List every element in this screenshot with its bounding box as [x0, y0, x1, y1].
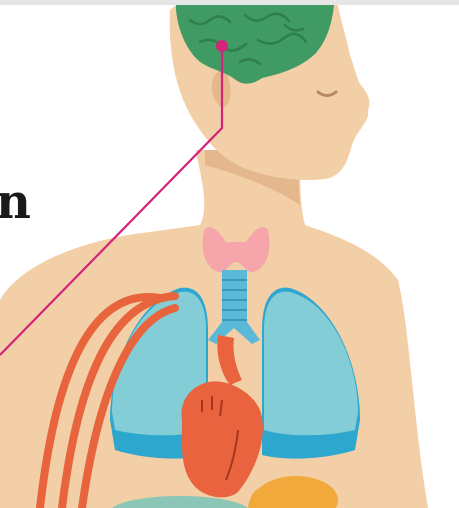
- trachea-icon: [222, 270, 247, 325]
- pointer-dot-icon: [216, 40, 228, 52]
- caption-text: n: [0, 178, 31, 226]
